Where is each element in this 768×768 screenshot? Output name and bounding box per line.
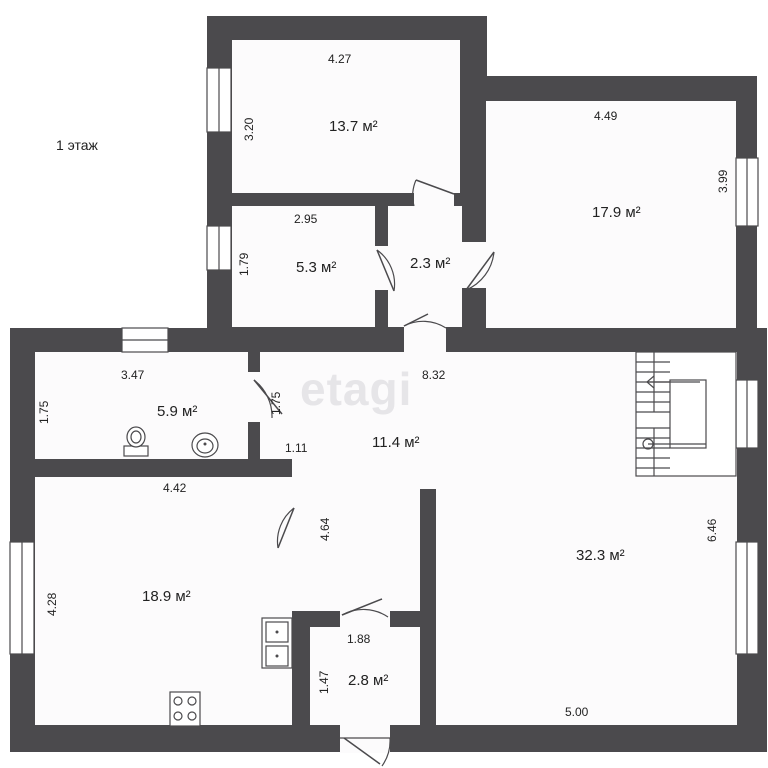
area-hall: 11.4 м² <box>372 434 420 451</box>
dim-top-mid-width: 4.27 <box>328 52 352 66</box>
watermark: etagi <box>300 363 412 415</box>
door-right-room <box>465 251 495 291</box>
dim-kitchen-width: 4.42 <box>163 481 187 495</box>
sink-icon <box>191 432 219 458</box>
dim-bath-width: 3.47 <box>121 368 145 382</box>
area-kitchen: 18.9 м² <box>142 588 191 605</box>
door-hall-top <box>403 313 447 329</box>
dim-top-right-width: 4.49 <box>594 109 618 123</box>
dim-small-left-height: 1.79 <box>237 252 251 276</box>
floor-label: 1 этаж <box>56 137 99 153</box>
area-bathroom: 5.9 м² <box>157 403 197 420</box>
dim-top-mid-height: 3.20 <box>242 117 256 141</box>
toilet-icon <box>123 426 149 457</box>
stove-icon <box>169 691 201 727</box>
dim-kitchen-height: 4.28 <box>45 592 59 616</box>
windows <box>9 67 759 655</box>
kitchen-sink-icon <box>261 617 293 669</box>
area-room-small-left: 5.3 м² <box>296 259 336 276</box>
dim-kitchen-door-wall: 4.64 <box>318 517 332 541</box>
area-room-top-right: 17.9 м² <box>592 204 641 221</box>
door-closet <box>376 249 396 292</box>
fixtures <box>123 351 737 727</box>
dim-bath-door: 1.75 <box>269 391 283 415</box>
area-closet: 2.3 м² <box>410 255 450 272</box>
dim-hall-width: 8.32 <box>422 368 446 382</box>
door-top-room <box>412 179 455 207</box>
dim-small-left-width: 2.95 <box>294 212 318 226</box>
dimension-labels: 4.27 3.20 4.49 3.99 2.95 1.79 8.32 3.47 … <box>37 52 730 719</box>
area-room-top-mid: 13.7 м² <box>329 118 378 135</box>
doors <box>253 179 495 767</box>
staircase-icon <box>635 351 737 477</box>
dim-living-height: 6.46 <box>705 518 719 542</box>
area-living: 32.3 м² <box>576 547 625 564</box>
door-entrance <box>340 725 392 767</box>
dim-vestibule-height: 1.47 <box>317 670 331 694</box>
dim-hall-short: 1.11 <box>285 441 308 455</box>
door-vestibule <box>341 598 389 618</box>
dim-bath-height: 1.75 <box>37 400 51 424</box>
door-bathroom <box>253 379 283 419</box>
dim-vestibule-width: 1.88 <box>347 632 371 646</box>
dim-living-width: 5.00 <box>565 705 589 719</box>
room-area-labels: 13.7 м² 17.9 м² 5.3 м² 2.3 м² 5.9 м² 11.… <box>142 118 641 689</box>
door-kitchen <box>276 507 295 549</box>
dim-top-right-height: 3.99 <box>716 169 730 193</box>
area-vestibule: 2.8 м² <box>348 672 388 689</box>
